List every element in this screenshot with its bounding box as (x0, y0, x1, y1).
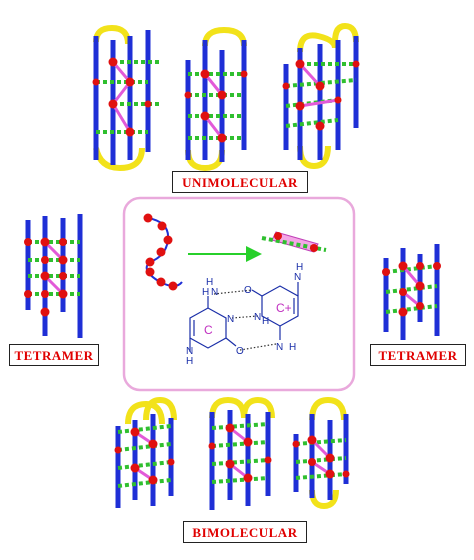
atom-label: N (294, 272, 301, 283)
atom-label: H (262, 316, 269, 327)
bimolecular-label: BIMOLECULAR (183, 521, 307, 543)
tetramer-right-label: TETRAMER (370, 344, 466, 366)
unimolecular-structure-1 (92, 24, 160, 172)
atom-label: N (186, 346, 193, 357)
hydrogen-bonds (213, 289, 277, 351)
tetramer-right-structure (382, 244, 441, 340)
atom-label: H (206, 277, 213, 288)
bimolecular-structure-1 (114, 396, 177, 508)
atom-label: H (289, 342, 296, 353)
unimolecular-label: UNIMOLECULAR (172, 171, 308, 193)
base-label-cplus: C+ (276, 301, 292, 315)
c-cplus-base-pair (189, 282, 299, 352)
unimolecular-structure-2 (184, 26, 248, 172)
atom-label: N (254, 312, 261, 323)
atom-label: O (236, 346, 244, 357)
tetramer-left-structure (24, 214, 83, 338)
atom-label: O (244, 285, 252, 296)
single-strand (143, 213, 183, 291)
atom-label: N (276, 342, 283, 353)
atom-label: H (296, 262, 303, 273)
bimolecular-structure-2 (208, 396, 275, 510)
bimolecular-structure-3 (292, 396, 350, 510)
atom-label: N (227, 314, 234, 325)
unimolecular-structure-3 (282, 22, 360, 170)
tetramer-left-label: TETRAMER (9, 344, 99, 366)
base-pair-icon (261, 231, 327, 253)
atom-label: N (211, 287, 218, 298)
atom-label: H (186, 356, 193, 367)
atom-label: H (202, 287, 209, 298)
base-label-c: C (204, 323, 213, 337)
